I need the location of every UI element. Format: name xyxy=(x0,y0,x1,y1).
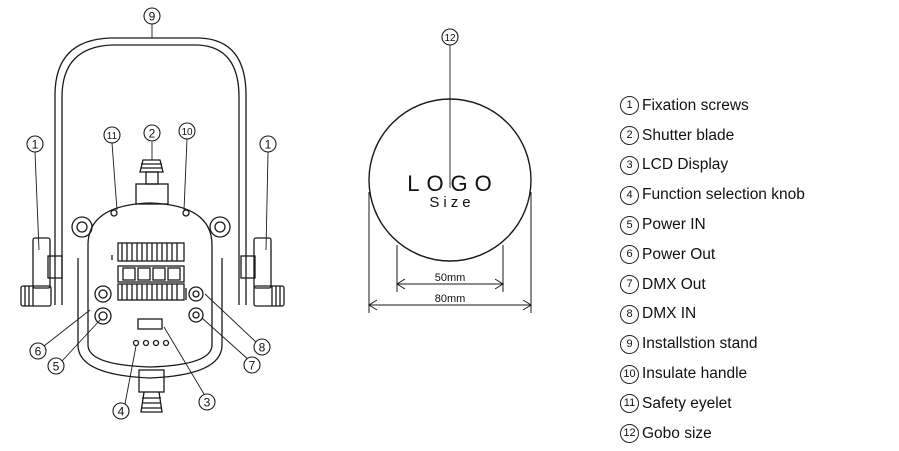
installation-stand-inner xyxy=(61,44,240,305)
legend-number: 9 xyxy=(620,334,639,354)
inner-dimension-line xyxy=(396,245,504,292)
callout-9: 9 xyxy=(143,7,161,25)
legend-number: 1 xyxy=(620,96,639,116)
legend-label: Safety eyelet xyxy=(642,394,732,412)
fixture-drawing xyxy=(20,37,285,413)
svg-text:9: 9 xyxy=(149,10,156,24)
legend-label: Power Out xyxy=(642,245,716,263)
legend-number: 2 xyxy=(620,126,639,146)
legend-number: 3 xyxy=(620,155,639,175)
legend-label: Function selection knob xyxy=(642,186,805,204)
svg-text:2: 2 xyxy=(149,127,156,141)
svg-text:8: 8 xyxy=(259,341,266,355)
svg-text:10: 10 xyxy=(181,127,193,138)
legend-label: Installstion stand xyxy=(642,335,758,353)
svg-text:11: 11 xyxy=(107,131,118,142)
callout-2: 2 xyxy=(143,124,161,142)
gobo-size-text: Size xyxy=(429,194,474,211)
legend-label: Shutter blade xyxy=(642,126,735,144)
callout-10: 10 xyxy=(178,122,196,140)
cooling-fins xyxy=(117,242,185,301)
svg-text:5: 5 xyxy=(53,360,60,374)
callout-6: 6 xyxy=(29,342,47,360)
callout-1-left: 1 xyxy=(26,135,44,153)
callout-11: 11 xyxy=(103,126,121,144)
callout-1-right: 1 xyxy=(259,135,277,153)
legend-label: Gobo size xyxy=(642,424,712,442)
callout-5: 5 xyxy=(47,357,65,375)
legend-number: 7 xyxy=(620,275,639,295)
callout-4: 4 xyxy=(112,402,130,420)
svg-text:6: 6 xyxy=(35,345,42,359)
legend-number: 12 xyxy=(620,424,639,444)
callout-3: 3 xyxy=(198,393,216,411)
svg-text:4: 4 xyxy=(118,405,125,419)
leader-lines xyxy=(34,24,269,405)
inner-dimension-label: 50mm xyxy=(435,272,466,284)
legend-number: 5 xyxy=(620,215,639,235)
legend-label: DMX Out xyxy=(642,275,706,293)
svg-text:1: 1 xyxy=(32,138,39,152)
bottom-handle xyxy=(138,369,165,413)
callout-markers: 9 1 1 2 11 10 6 5 xyxy=(26,7,277,420)
legend-number: 8 xyxy=(620,304,639,324)
legend-label: Fixation screws xyxy=(642,96,749,114)
legend-number: 11 xyxy=(620,394,639,414)
installation-stand xyxy=(54,37,247,305)
callout-12-circle xyxy=(441,28,459,46)
legend-label: Insulate handle xyxy=(642,365,748,383)
legend-label: Power IN xyxy=(642,216,706,234)
fixture-body xyxy=(71,202,231,379)
svg-text:1: 1 xyxy=(265,138,272,152)
outer-dimension-label: 80mm xyxy=(435,293,466,305)
callout-8: 8 xyxy=(253,338,271,356)
outer-dimension-line xyxy=(368,192,532,313)
svg-text:3: 3 xyxy=(204,396,211,410)
gobo-logo-text: LOGO xyxy=(407,171,499,196)
svg-text:7: 7 xyxy=(249,359,256,373)
connectors xyxy=(94,255,204,325)
legend-label: LCD Display xyxy=(642,156,729,174)
callout-7: 7 xyxy=(243,356,261,374)
legend-number: 4 xyxy=(620,185,639,205)
legend-number: 6 xyxy=(620,245,639,265)
left-fixation-clamp xyxy=(20,237,63,307)
gobo-drawing: 12 LOGO Size 50mm 80mm xyxy=(368,28,532,313)
legend-number: 10 xyxy=(620,364,639,384)
callout-12: 12 xyxy=(444,33,456,44)
shutter-blade xyxy=(135,159,169,205)
lcd-panel xyxy=(132,318,170,347)
legend-label: DMX IN xyxy=(642,305,697,323)
right-fixation-clamp xyxy=(240,237,285,307)
